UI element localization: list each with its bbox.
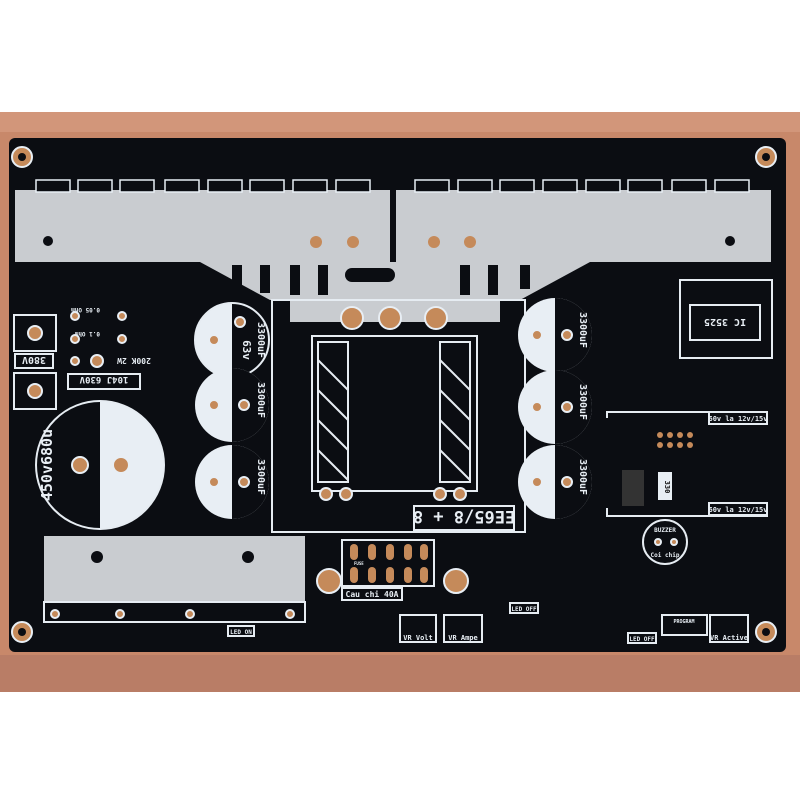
transformer-label: EE65/8 + 8 xyxy=(413,506,515,526)
vr-ampe-label: VR Ampe xyxy=(448,634,478,642)
bottom-labels: LED ON LED OFF LED OFF VR Volt VR Ampe V… xyxy=(227,602,749,644)
film-cap-label: 104J 630V xyxy=(79,374,128,384)
ic-label: IC 3525 xyxy=(704,316,746,327)
cap-value: 3300uF xyxy=(255,382,266,418)
voltage-label: 380V xyxy=(22,354,46,365)
smd-resistor-label: 330 xyxy=(663,481,671,494)
cap-value: 3300uF xyxy=(577,384,588,420)
capacitor-left-2: 3300uF xyxy=(195,368,269,442)
regulator-label-top: 60v la 12v/15v xyxy=(708,415,767,423)
capacitor-left-3: 3300uF xyxy=(195,445,269,519)
cap-value: 3300uF xyxy=(577,459,588,495)
fuse-block: FUSE Cau chi 40A xyxy=(316,539,469,601)
cap-value: 3300uF xyxy=(255,459,266,495)
regulator-section: 60v la 12v/15v 60v la 12v/15v 330 xyxy=(606,411,768,517)
cap-voltage: 63v xyxy=(240,340,253,360)
shunt-label-2: 0.1 Ohm xyxy=(74,330,100,337)
mosfet-row xyxy=(35,179,750,193)
shunt-label-1: 0.05 Ohm xyxy=(71,306,100,313)
input-terminals: 380V 104J 630V 200K 2W 0.05 Ohm 0.1 Ohm xyxy=(13,306,151,410)
main-capacitor: 450v680u xyxy=(35,400,165,530)
vr-volt-label: VR Volt xyxy=(403,634,433,642)
capacitor-left-1: 3300uF 63v xyxy=(194,302,270,378)
fuse-label: Cau chi 40A xyxy=(346,589,399,599)
bridge-heatsink xyxy=(43,536,306,623)
regulator-label-bottom: 60v la 12v/15v xyxy=(708,506,767,514)
led-off-label-1: LED OFF xyxy=(511,606,537,613)
program-label: PROGRAM xyxy=(673,619,694,625)
led-off-label-2: LED OFF xyxy=(629,636,655,643)
ic-3525-block: IC 3525 xyxy=(679,279,773,359)
resistor-label: 200K 2W xyxy=(117,356,151,365)
capacitor-right-2: 3300uF xyxy=(518,370,592,444)
buzzer: BUZZER Coi chip xyxy=(642,519,688,565)
capacitor-right-1: 3300uF xyxy=(518,298,592,372)
mounting-holes xyxy=(11,146,777,643)
cap-value: 3300uF xyxy=(577,312,588,348)
cap-value: 3300uF xyxy=(255,322,266,358)
main-cap-label: 450v680u xyxy=(38,429,56,501)
pcb-board xyxy=(9,138,786,652)
vr-active-label: VR Active xyxy=(710,634,748,642)
buzzer-label: BUZZER xyxy=(654,527,676,534)
heatsink-plate xyxy=(15,190,771,330)
fuse-item-label: FUSE xyxy=(354,561,364,566)
buzzer-sublabel: Coi chip xyxy=(651,552,680,559)
capacitor-right-3: 3300uF xyxy=(518,445,592,519)
led-on-label: LED ON xyxy=(230,629,252,636)
